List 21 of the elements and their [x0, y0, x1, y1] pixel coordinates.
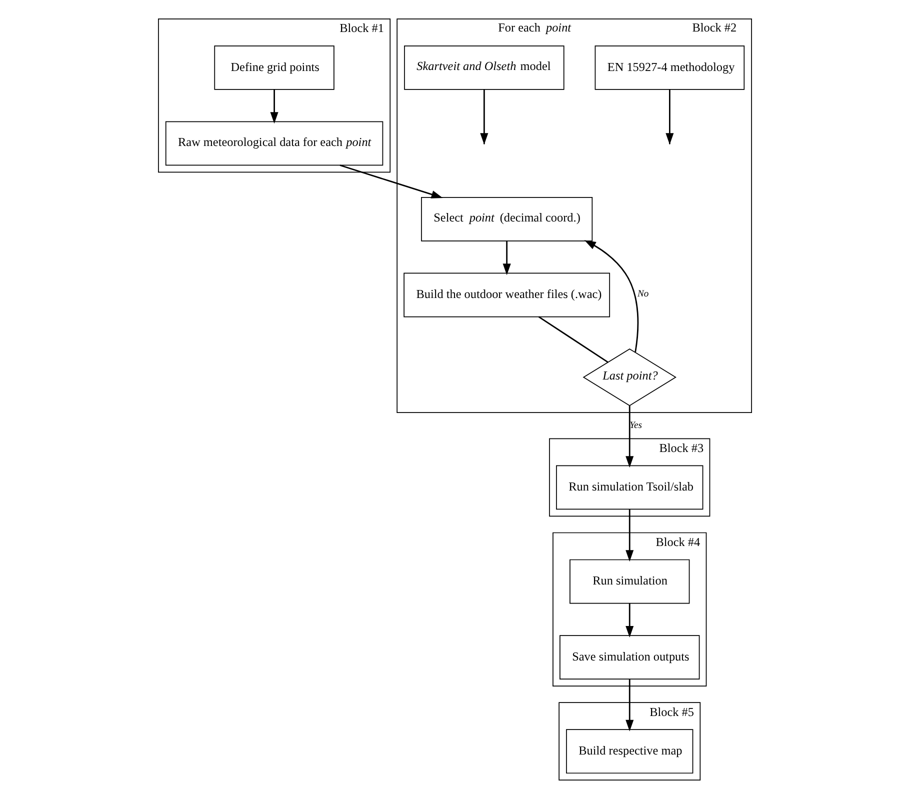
arrow: [625, 509, 634, 562]
node-box: EN 15927-4 methodology: [594, 45, 744, 90]
edge-label: No: [636, 288, 648, 300]
arrow: [625, 406, 634, 468]
connector: [538, 316, 608, 363]
node-box: Define grid points: [214, 45, 334, 90]
arrow: [339, 164, 442, 198]
arrow: [502, 241, 510, 276]
node-box: Skartveit and Olseth model: [404, 45, 564, 90]
node-box: Run simulation: [569, 559, 690, 604]
node-box: Raw meteorological data for each point: [164, 121, 383, 166]
node-box: Select point (decimal coord.): [420, 197, 592, 242]
node-box: Build respective map: [566, 729, 693, 774]
arrow: [625, 679, 634, 732]
arrow: [270, 90, 278, 124]
node-box: Run simulation Tsoil/slab: [556, 465, 703, 510]
node-box: Build the outdoor weather files (.wac): [403, 272, 610, 318]
node-diamond: Last point?: [582, 348, 676, 406]
arrow: [625, 603, 634, 638]
arrow: [584, 240, 638, 352]
node-box: Save simulation outputs: [559, 635, 700, 680]
